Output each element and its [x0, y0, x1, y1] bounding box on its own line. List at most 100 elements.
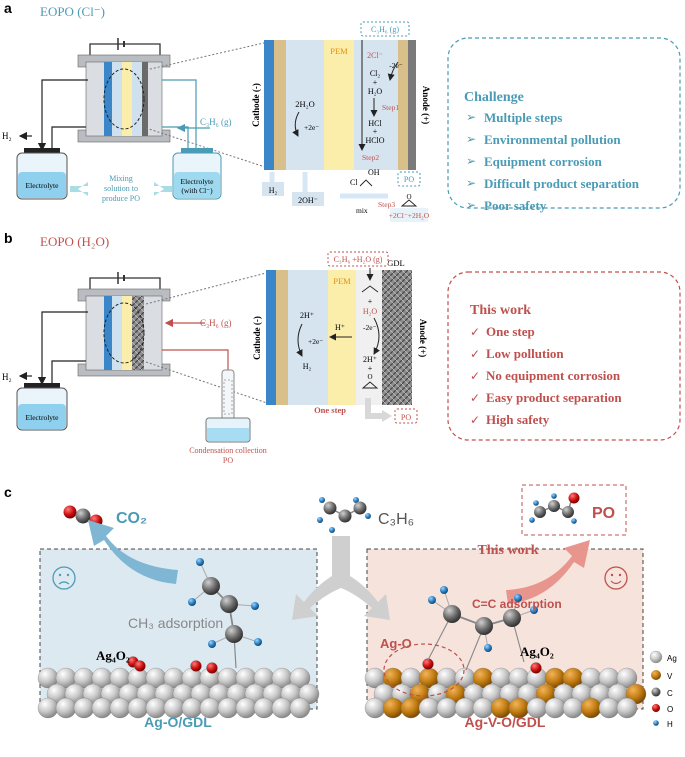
mixing-line2: solution to — [104, 184, 138, 193]
step2-label: Step2 — [362, 153, 379, 162]
ag-atom — [289, 667, 311, 689]
challenge-bullet: ➢ — [466, 154, 476, 168]
panel-a-label: a — [4, 0, 12, 16]
electrolyte-cl-bottle-a: Electrolyte (with Cl⁻) — [172, 148, 222, 200]
ag-atom — [253, 697, 275, 719]
po-ring-o-a: O — [406, 193, 411, 201]
split-arrow — [292, 536, 390, 620]
atom-legend: Ag V C O H — [649, 650, 677, 729]
oh-box: 2OH⁻ — [298, 196, 318, 205]
cl-label: Cl — [350, 178, 358, 187]
h2-cell-label-b: H₂ — [303, 362, 312, 371]
ag-atom — [55, 697, 77, 719]
cathode-label-a: Cathode (-) — [251, 83, 261, 127]
panel-b: b EOPO (H₂O) H₂ C₃H₆ (g) Electrolyte — [2, 230, 681, 465]
electrolyte-label-a: Electrolyte — [26, 181, 60, 190]
electrolyte-cl-label1-a: Electrolyte — [181, 177, 215, 186]
work-check: ✓ — [470, 369, 480, 383]
c3h6-feed-label-a: C₃H₆ (g) — [200, 117, 232, 127]
o-atom — [190, 660, 202, 672]
gdl-label: GDL — [387, 258, 404, 268]
c3h6-box-a: C₃H₆ (g) — [371, 25, 399, 34]
right-caption: Ag-V-O/GDL — [465, 714, 546, 730]
two-h-right-label: 2H⁺ — [363, 355, 377, 364]
challenge-item: Difficult product separation — [484, 176, 640, 191]
cc-adsorption-label: C=C adsorption — [472, 597, 562, 611]
h2-label-a: H₂ — [2, 131, 12, 141]
challenge-item: Environmental pollution — [484, 132, 621, 147]
oh-label: OH — [368, 168, 380, 177]
legend-ag-label: Ag — [667, 654, 677, 663]
right-desorb-arrow — [506, 540, 590, 604]
plus-right-label-b: + — [368, 364, 373, 373]
plus2-label-a: + — [373, 127, 378, 136]
legend-v-label: V — [667, 672, 673, 681]
legend-h-label: H — [667, 720, 673, 729]
v-atom — [382, 697, 404, 719]
left-desorb-arrow — [88, 520, 178, 584]
po-label-c: PO — [592, 505, 615, 522]
challenge-item: Poor safety — [484, 198, 547, 213]
happy-face-icon — [604, 566, 628, 590]
challenge-bullet: ➢ — [466, 132, 476, 146]
mix-label: mix — [356, 206, 368, 215]
two-h-left-label: 2H⁺ — [300, 311, 314, 320]
electrolyzer-b — [77, 288, 171, 377]
co2-label: CO₂ — [116, 510, 147, 527]
panel-a-title: EOPO (Cl⁻) — [40, 4, 105, 19]
ag-atom — [544, 697, 566, 719]
work-check: ✓ — [470, 413, 480, 427]
pem-label-b: PEM — [333, 276, 351, 286]
cell-zoom-a: Cathode (-) Anode (+) PEM C₃H₆ (g) 2Cl⁻ … — [251, 21, 431, 222]
h2-box-a: H₂ — [269, 186, 278, 195]
byproduct-label: +2Cl⁻+2H₂O — [389, 211, 430, 220]
po-box-b: PO — [401, 413, 411, 422]
ag-atom — [235, 697, 257, 719]
panel-c-label: c — [4, 484, 12, 500]
panel-a: a EOPO (Cl⁻) C₃H₆ (g) H₂ — [2, 0, 681, 222]
sad-face-icon — [52, 566, 76, 590]
step3-label: Step3 — [378, 200, 395, 209]
ch3-adsorption-label: CH₃ adsorption — [128, 615, 223, 631]
challenge-item: Equipment corrosion — [484, 154, 603, 169]
anode-label-a: Anode (+) — [421, 86, 431, 124]
work-item: Easy product separation — [486, 390, 622, 405]
h2o-right-label-a: H₂O — [368, 87, 383, 96]
condensation-line1: Condensation collection — [189, 446, 267, 455]
ag-atom — [436, 697, 458, 719]
ag-atom — [217, 697, 239, 719]
hcl-label: HCl — [368, 119, 382, 128]
work-list: ✓ One step ✓ Low pollution ✓ No equipmen… — [470, 324, 622, 427]
h2o-label-b: H₂O — [363, 307, 378, 316]
o-atom — [206, 662, 218, 674]
work-item: One step — [486, 324, 535, 339]
plus-2e-label-a: +2e⁻ — [304, 123, 319, 132]
ag-atom — [109, 697, 131, 719]
v-atom — [400, 697, 422, 719]
challenge-list: ➢ Multiple steps ➢ Environmental polluti… — [466, 110, 640, 213]
v-atom — [580, 697, 602, 719]
po-ring-o-b: O — [367, 373, 372, 381]
work-item: High safety — [486, 412, 550, 427]
electrolyte-bottle-a: Electrolyte — [16, 148, 68, 200]
cell-zoom-b: Cathode (-) Anode (+) PEM GDL C₃H₆ +H₂O … — [252, 251, 428, 424]
challenge-bullet: ➢ — [466, 176, 476, 190]
this-work-label: This work — [477, 543, 538, 558]
ag-atom — [91, 697, 113, 719]
electrolyte-bottle-b: Electrolyte — [16, 383, 68, 431]
ag-atom — [289, 697, 311, 719]
plus-label-b: + — [368, 297, 373, 306]
ag-atom — [418, 697, 440, 719]
ag-atom — [73, 697, 95, 719]
challenge-bullet: ➢ — [466, 198, 476, 212]
o-atom — [422, 658, 434, 670]
ag-atom — [37, 697, 59, 719]
two-cl-label: 2Cl⁻ — [367, 51, 383, 60]
cathode-label-b: Cathode (-) — [252, 316, 262, 360]
cl2-label: Cl₂ — [370, 69, 381, 78]
ag4o2-right-label: Ag₄O₂ — [520, 644, 554, 659]
condenser: Condensation collection PO — [189, 369, 267, 465]
hclo-label: HClO — [365, 136, 384, 145]
po-box-a: PO — [404, 175, 414, 184]
